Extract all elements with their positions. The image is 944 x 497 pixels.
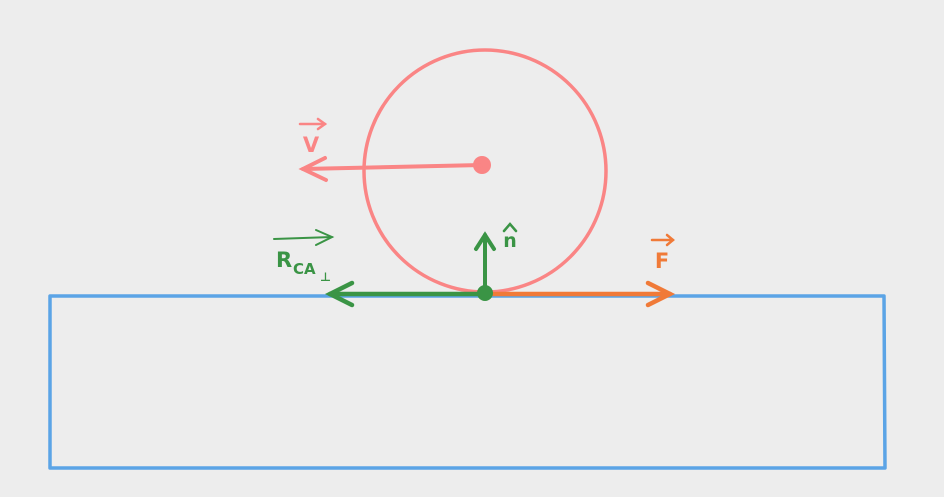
friction-arrow [485,280,676,308]
normal-arrow [474,231,496,296]
velocity-label-text: V [303,133,320,157]
reaction-label-perp: ⊥ [320,270,331,284]
reaction-label-sub: CA [293,260,316,278]
contact-point [477,285,493,301]
velocity-arrow [298,156,484,182]
normal-label: n [502,222,518,252]
reaction-label-main: R [276,248,292,272]
reaction-arrow [324,280,488,308]
friction-label-text: F [655,249,669,273]
friction-label: F [650,233,675,273]
normal-label-text: n [503,230,517,252]
ground-block [48,294,887,470]
reaction-label: R CA ⊥ [273,229,335,284]
velocity-label: V [298,117,328,157]
